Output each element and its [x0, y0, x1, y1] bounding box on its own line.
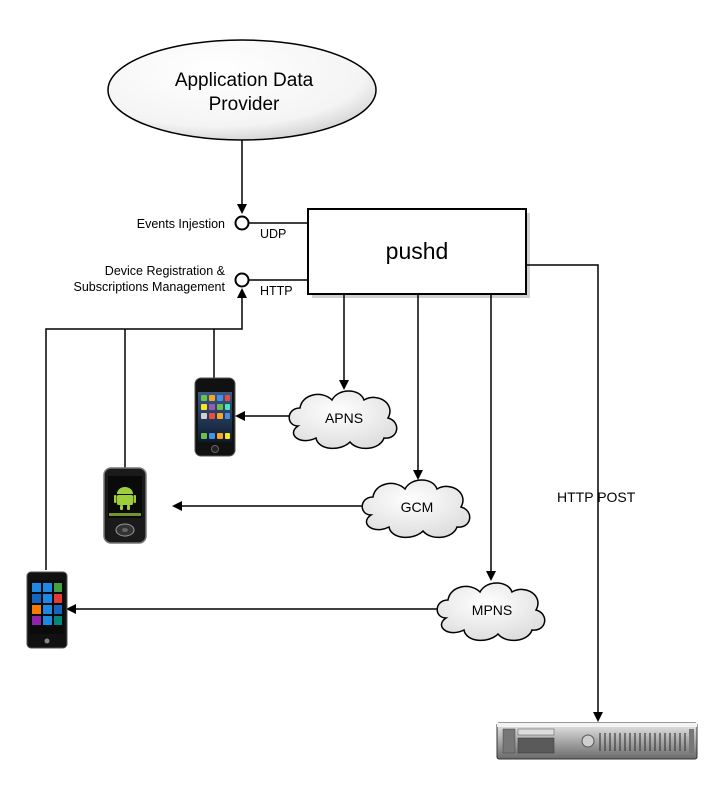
registration-port-circle — [234, 272, 250, 288]
rack-server-icon — [496, 722, 698, 760]
gcm-label: GCM — [401, 499, 434, 515]
gcm-cloud: GCM — [361, 479, 471, 539]
device-registration-lines — [45, 288, 247, 570]
provider-label-line1: Application Data — [175, 70, 314, 91]
application-data-provider: Application Data Provider — [107, 39, 377, 141]
iphone-icon — [194, 377, 236, 457]
pushd-label: pushd — [386, 238, 449, 264]
apns-label: APNS — [325, 410, 363, 426]
registration-port: Device Registration & Subscriptions Mana… — [74, 264, 308, 298]
pushd-server-box: pushd — [307, 208, 530, 298]
mpns-label: MPNS — [472, 602, 512, 618]
services-to-devices-arrows — [66, 411, 443, 614]
registration-label-line2: Subscriptions Management — [74, 280, 226, 294]
registration-label-line1: Device Registration & — [105, 264, 226, 278]
provider-label-line2: Provider — [209, 94, 280, 115]
windows-phone-icon — [26, 571, 68, 649]
http-label: HTTP — [260, 284, 293, 298]
registration-arrow — [45, 288, 247, 570]
apns-cloud: APNS — [288, 390, 398, 450]
http-post-arrow — [526, 264, 603, 722]
udp-label: UDP — [260, 227, 286, 241]
events-port-circle — [234, 215, 250, 231]
mpns-cloud: MPNS — [436, 582, 546, 642]
events-injection-label: Events Injestion — [137, 217, 225, 231]
pushd-to-services-arrows — [339, 264, 603, 722]
android-phone-icon — [103, 467, 147, 544]
http-post-label: HTTP POST — [557, 489, 636, 505]
events-injection-port: Events Injestion UDP — [137, 140, 308, 241]
